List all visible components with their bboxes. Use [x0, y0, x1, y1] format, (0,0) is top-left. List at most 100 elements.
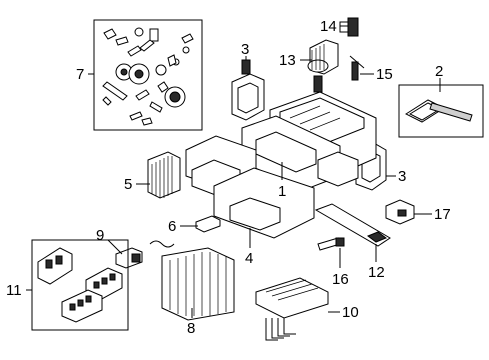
part-12-end — [366, 231, 388, 243]
callout-12: 12 — [368, 264, 385, 281]
part-7-clip — [167, 54, 177, 67]
part-7-pin — [182, 46, 190, 54]
callout-3a: 3 — [241, 41, 249, 58]
part-11-panel — [37, 247, 73, 285]
part-10-body — [255, 277, 329, 319]
part-7-clip — [141, 117, 153, 126]
part-5-filter — [147, 151, 181, 199]
callout-4: 4 — [245, 250, 253, 267]
callout-2: 2 — [435, 63, 443, 80]
part-11-knob — [77, 299, 84, 307]
part-8-heater-core — [149, 240, 235, 321]
part-11-knob — [109, 273, 116, 281]
part-7-clip — [115, 36, 129, 46]
part-3-clip — [241, 59, 251, 75]
part-4-lower-case — [185, 135, 315, 239]
part-1-outlet — [317, 151, 359, 187]
part-10-fin — [277, 287, 319, 301]
part-1-hvac-case — [241, 91, 377, 191]
part-2-seal-kit — [398, 84, 484, 138]
part-1-rib — [289, 105, 321, 119]
part-11-knob — [55, 255, 63, 265]
part-2-strip — [429, 102, 473, 122]
part-9-body — [115, 247, 143, 269]
part-10-evaporator — [255, 277, 329, 341]
callout-8: 8 — [187, 320, 195, 337]
part-7-clip — [157, 81, 169, 93]
part-7-frame — [93, 19, 203, 131]
callout-3b: 3 — [398, 168, 406, 185]
part-7-bracket — [149, 28, 159, 42]
part-16-sensor — [317, 237, 345, 251]
part-10-fin — [271, 283, 313, 297]
part-7-clip — [102, 96, 112, 106]
part-15-sensor — [349, 55, 365, 81]
part-15-body — [351, 61, 359, 81]
part-10-pipe — [277, 318, 290, 337]
part-7-gear-hub — [169, 91, 181, 103]
part-10-pipe — [283, 318, 296, 335]
part-10-pipe — [265, 318, 278, 341]
part-10-pipe — [271, 318, 284, 339]
part-12-duct — [314, 203, 391, 247]
part-7-gear-hub — [134, 69, 144, 79]
part-16-head — [335, 237, 345, 247]
part-9-connector — [131, 253, 141, 263]
part-14-body — [347, 17, 359, 37]
part-11-knob — [69, 303, 76, 311]
part-7-rod — [102, 81, 128, 101]
callout-13: 13 — [279, 52, 296, 69]
part-7-clip — [129, 111, 143, 121]
callout-17: 17 — [434, 206, 451, 223]
callout-14: 14 — [320, 18, 337, 35]
part-7-gear — [155, 64, 167, 76]
callout-11: 11 — [6, 282, 22, 299]
part-10-fin — [265, 279, 307, 293]
leader-lines — [26, 25, 441, 318]
part-4-channel — [229, 197, 281, 231]
callout-6: 6 — [168, 218, 176, 235]
part-11-knob — [85, 295, 92, 303]
part-7-clip — [181, 33, 194, 44]
part-11-knob — [45, 259, 53, 269]
part-7-gear-hub — [120, 68, 128, 76]
part-11-frame — [31, 239, 129, 331]
part-6-body — [195, 215, 221, 233]
part-14-connector — [339, 21, 349, 33]
callout-1: 1 — [278, 183, 286, 200]
part-14-actuator — [339, 17, 359, 37]
part-7-link — [149, 101, 163, 113]
part-11-knob — [93, 281, 100, 289]
part-8-tube — [149, 240, 175, 248]
leader-9 — [107, 239, 123, 255]
part-1-rib — [299, 111, 331, 125]
callout-10: 10 — [342, 304, 359, 321]
part-11-control-panels — [31, 239, 129, 331]
part-3-housing-left — [231, 59, 265, 121]
part-7-hardware-kit — [93, 19, 203, 131]
part-6-block — [195, 215, 221, 233]
part-17-connector — [397, 209, 407, 217]
part-7-link — [139, 39, 155, 52]
part-9-actuator — [115, 247, 143, 269]
part-7-grommet — [134, 27, 144, 37]
part-13-wheel — [307, 59, 329, 73]
part-2-frame — [398, 84, 484, 138]
part-7-clip — [103, 28, 117, 40]
part-7-link — [127, 45, 142, 57]
part-1-rib — [309, 117, 341, 131]
part-3-recess — [237, 82, 259, 114]
callout-9: 9 — [96, 227, 104, 244]
part-17-module — [385, 199, 415, 225]
callout-7: 7 — [76, 66, 84, 83]
callout-5: 5 — [124, 176, 132, 193]
callout-16: 16 — [332, 271, 349, 288]
part-8-body — [161, 247, 235, 321]
part-7-link — [135, 89, 150, 101]
part-13-shaft — [313, 75, 323, 93]
part-13-blower-motor — [307, 39, 339, 93]
callout-labels: 1 2 3 3 4 5 6 7 8 9 10 11 12 13 14 15 16… — [6, 18, 451, 337]
callout-15: 15 — [376, 66, 393, 83]
